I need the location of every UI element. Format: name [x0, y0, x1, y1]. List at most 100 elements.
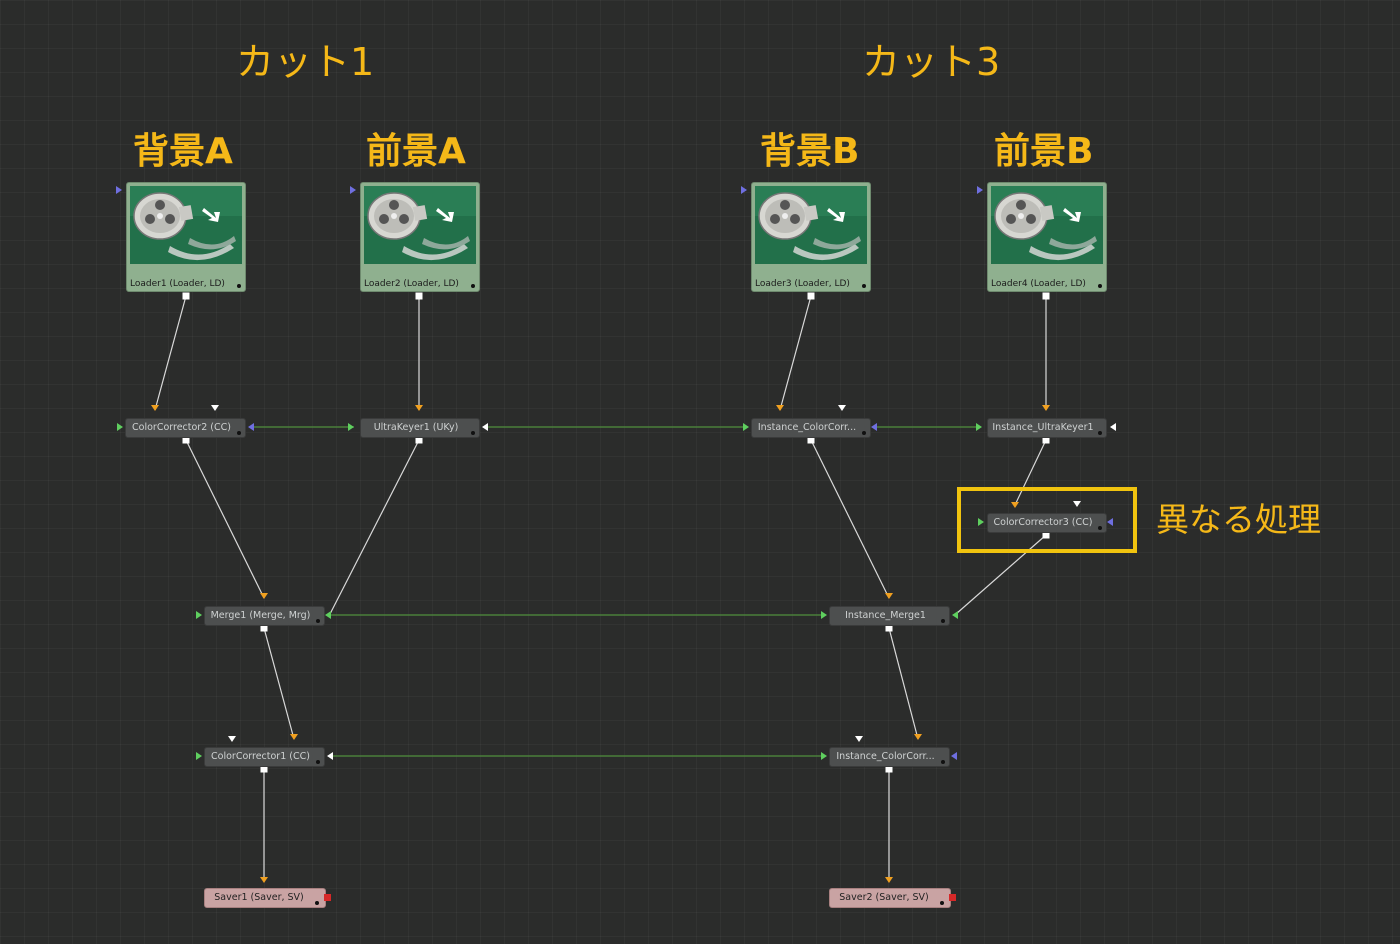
view-indicator-dot — [471, 284, 475, 288]
instance-ultrakeyer1-node[interactable]: Instance_UltraKeyer1 — [987, 418, 1107, 438]
input-port-arrow[interactable] — [151, 405, 159, 411]
node-label: UltraKeyer1 (UKy) — [373, 422, 459, 433]
wire-instcc-to-instmerge — [810, 439, 890, 599]
left-input-arrow[interactable] — [196, 752, 202, 760]
node-label: Instance_Merge1 — [845, 610, 926, 621]
node-label: ColorCorrector1 (CC) — [211, 751, 310, 762]
instance-color-corrector-b-node[interactable]: Instance_ColorCorr... — [829, 747, 950, 767]
view-indicator-dot — [315, 901, 319, 905]
saver-output-indicator — [324, 894, 331, 901]
node-label: ColorCorrector2 (CC) — [132, 422, 231, 433]
node-label: Saver2 (Saver, SV) — [839, 892, 929, 903]
input-port-arrow[interactable] — [290, 734, 298, 740]
wire-instmerge-to-instccb — [888, 627, 919, 740]
loader2-node[interactable]: Loader2 (Loader, LD) — [360, 182, 480, 292]
input-port-arrow[interactable] — [260, 877, 268, 883]
right-input-arrow[interactable] — [248, 423, 254, 431]
view-indicator-dot — [1098, 284, 1102, 288]
input-port-arrow[interactable] — [415, 405, 423, 411]
instance-color-corrector-a-node[interactable]: Instance_ColorCorr... — [751, 418, 871, 438]
mask-input-arrow[interactable] — [838, 405, 846, 411]
node-label: Merge1 (Merge, Mrg) — [210, 610, 311, 621]
loader4-node[interactable]: Loader4 (Loader, LD) — [987, 182, 1107, 292]
loader-input-arrow[interactable] — [350, 186, 356, 194]
wire-merge1-to-cc1 — [263, 627, 295, 740]
left-input-arrow[interactable] — [117, 423, 123, 431]
right-input-arrow[interactable] — [871, 423, 877, 431]
mask-input-arrow[interactable] — [211, 405, 219, 411]
view-indicator-dot — [471, 431, 475, 435]
left-input-arrow[interactable] — [743, 423, 749, 431]
node-label: Loader1 (Loader, LD) — [130, 279, 225, 289]
section-title-cut3: カット3 — [862, 40, 1001, 84]
saver-output-indicator — [949, 894, 956, 901]
loader1-node[interactable]: Loader1 (Loader, LD) — [126, 182, 246, 292]
column-title-foreground-a: 前景A — [366, 131, 466, 172]
left-input-arrow[interactable] — [348, 423, 354, 431]
input-port-arrow[interactable] — [885, 877, 893, 883]
input-port-arrow[interactable] — [1042, 405, 1050, 411]
node-label: Loader2 (Loader, LD) — [364, 279, 459, 289]
wire-loader1-to-cc2 — [154, 295, 187, 411]
input-port-arrow[interactable] — [260, 593, 268, 599]
instance-merge1-node[interactable]: Instance_Merge1 — [829, 606, 950, 626]
loader-input-arrow[interactable] — [741, 186, 747, 194]
output-port[interactable] — [182, 292, 190, 300]
output-port[interactable] — [807, 292, 815, 300]
view-indicator-dot — [237, 431, 241, 435]
node-label: ColorCorrector3 (CC) — [993, 517, 1093, 528]
saver1-node[interactable]: Saver1 (Saver, SV) — [204, 888, 331, 908]
right-input-arrow[interactable] — [951, 752, 957, 760]
wire-ukey1-to-merge1 — [329, 439, 420, 615]
film-reel-icon — [130, 186, 242, 264]
merge1-node[interactable]: Merge1 (Merge, Mrg) — [204, 606, 325, 626]
merge-fg-input-arrow[interactable] — [325, 611, 331, 619]
node-label: Instance_ColorCorr... — [836, 751, 935, 762]
loader3-node[interactable]: Loader3 (Loader, LD) — [751, 182, 871, 292]
ultrakeyer1-node[interactable]: UltraKeyer1 (UKy) — [360, 418, 480, 438]
right-input-arrow-white[interactable] — [482, 423, 488, 431]
right-input-arrow-white[interactable] — [1110, 423, 1116, 431]
film-reel-icon — [755, 186, 867, 264]
left-input-arrow[interactable] — [821, 752, 827, 760]
node-label: Loader4 (Loader, LD) — [991, 279, 1086, 289]
film-reel-icon — [991, 186, 1103, 264]
column-title-background-a: 背景A — [133, 131, 233, 172]
view-indicator-dot — [862, 284, 866, 288]
section-title-cut1: カット1 — [236, 40, 375, 84]
left-input-arrow[interactable] — [976, 423, 982, 431]
view-indicator-dot — [940, 901, 944, 905]
view-indicator-dot — [941, 760, 945, 764]
loader-input-arrow[interactable] — [977, 186, 983, 194]
output-port[interactable] — [415, 292, 423, 300]
input-port-arrow[interactable] — [776, 405, 784, 411]
view-indicator-dot — [941, 619, 945, 623]
loader-input-arrow[interactable] — [116, 186, 122, 194]
color-corrector3-node[interactable]: ColorCorrector3 (CC) — [987, 513, 1107, 533]
column-title-background-b: 背景B — [760, 131, 860, 172]
merge-fg-input-arrow[interactable] — [952, 611, 958, 619]
mask-input-arrow[interactable] — [228, 736, 236, 742]
input-port-arrow[interactable] — [885, 593, 893, 599]
left-input-arrow[interactable] — [821, 611, 827, 619]
different-process-highlight — [957, 487, 1137, 553]
right-input-arrow-white[interactable] — [327, 752, 333, 760]
output-port[interactable] — [1042, 292, 1050, 300]
node-label: Instance_ColorCorr... — [757, 422, 857, 433]
input-port-arrow[interactable] — [914, 734, 922, 740]
saver2-node[interactable]: Saver2 (Saver, SV) — [829, 888, 956, 908]
mask-input-arrow[interactable] — [855, 736, 863, 742]
view-indicator-dot — [237, 284, 241, 288]
view-indicator-dot — [316, 760, 320, 764]
color-corrector1-node[interactable]: ColorCorrector1 (CC) — [204, 747, 325, 767]
view-indicator-dot — [862, 431, 866, 435]
left-input-arrow[interactable] — [196, 611, 202, 619]
color-corrector2-node[interactable]: ColorCorrector2 (CC) — [125, 418, 246, 438]
wire-loader3-to-instcc — [779, 295, 812, 411]
view-indicator-dot — [316, 619, 320, 623]
different-process-label: 異なる処理 — [1156, 500, 1321, 539]
film-reel-icon — [364, 186, 476, 264]
node-label: Instance_UltraKeyer1 — [992, 422, 1094, 433]
node-label: Loader3 (Loader, LD) — [755, 279, 850, 289]
node-label: Saver1 (Saver, SV) — [214, 892, 304, 903]
